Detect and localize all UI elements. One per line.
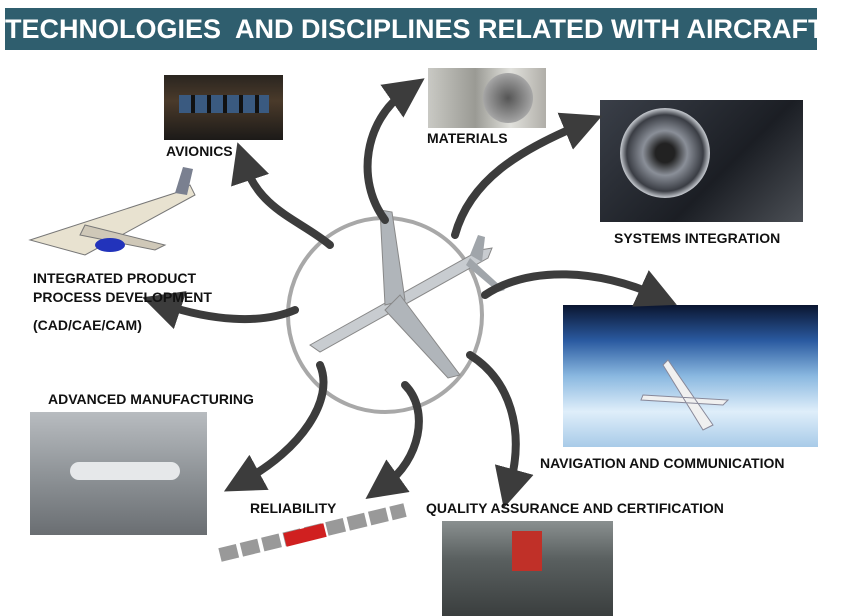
arrow-systems <box>451 112 603 239</box>
arrow-materials <box>363 78 425 224</box>
arrow-reliability <box>365 381 423 499</box>
label-advanced-manufacturing: ADVANCED MANUFACTURING <box>48 391 254 407</box>
avionics-image <box>164 75 283 140</box>
label-ippd-line1: INTEGRATED PRODUCT <box>33 270 197 286</box>
cutaway-plane-icon <box>28 167 196 256</box>
label-quality: QUALITY ASSURANCE AND CERTIFICATION <box>426 500 724 516</box>
reliability-chain-image <box>215 500 410 568</box>
systems-integration-image <box>600 100 803 222</box>
label-ippd-line3: (CAD/CAE/CAM) <box>33 317 142 333</box>
label-reliability: RELIABILITY <box>250 500 337 516</box>
label-materials: MATERIALS <box>427 130 508 146</box>
label-navigation: NAVIGATION AND COMMUNICATION <box>540 455 785 471</box>
arrow-ippd <box>142 291 299 330</box>
navigation-communication-image <box>563 305 818 447</box>
label-systems-integration: SYSTEMS INTEGRATION <box>614 230 781 246</box>
arrow-navigation <box>481 270 677 307</box>
quality-assurance-image <box>442 521 613 616</box>
label-avionics: AVIONICS <box>166 143 233 159</box>
materials-image <box>428 68 546 128</box>
ippd-cutaway-image <box>25 165 205 260</box>
advanced-manufacturing-image <box>30 412 207 535</box>
arrow-avionics <box>231 142 334 249</box>
airplane-icon <box>309 209 505 379</box>
arrow-quality <box>466 351 534 509</box>
arrow-manufacturing <box>223 361 328 492</box>
diagram-title: TECHNOLOGIES AND DISCIPLINES RELATED WIT… <box>5 8 825 50</box>
label-ippd-line2: PROCESS DEVELOPMENT <box>33 289 212 305</box>
